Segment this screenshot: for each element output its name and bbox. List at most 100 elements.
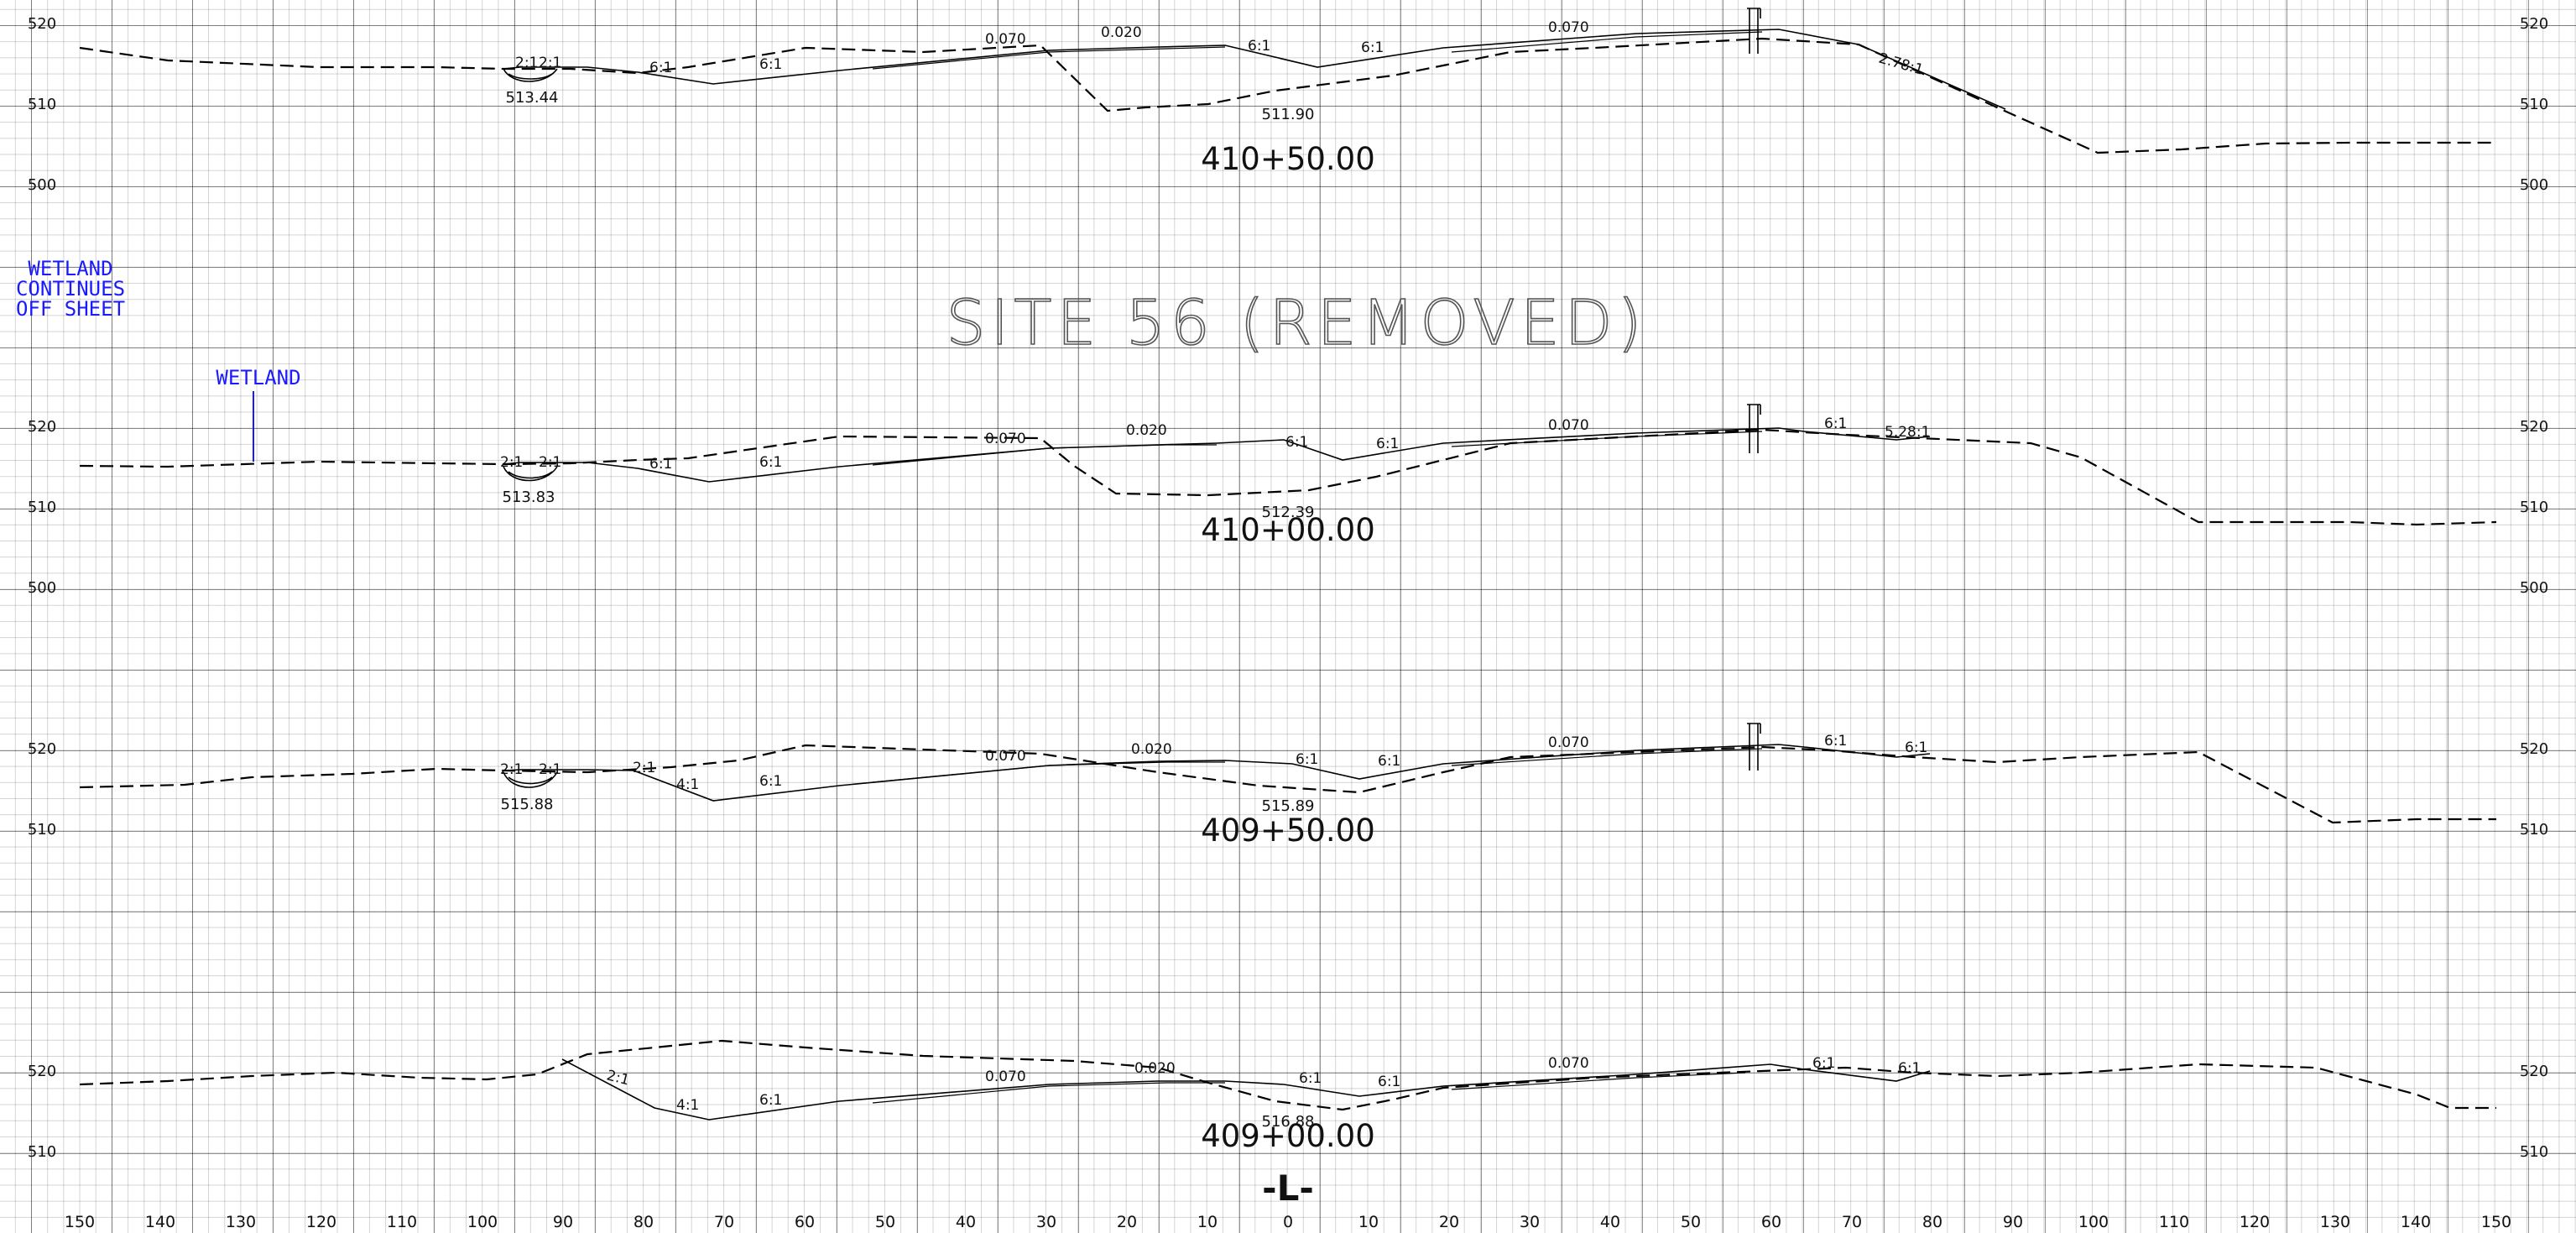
offset-tick-label: 110 [2159,1213,2189,1231]
section-410-50: 520 510 500 520 510 500 2:1 2:1 6:1 6:1 … [28,8,2548,194]
pavement-line [1451,31,1763,53]
pavement-line [1451,1072,1746,1090]
offset-tick-label: 40 [1600,1213,1620,1231]
slope-label: 6:1 [1285,434,1308,451]
ditch-elevation: 515.88 [501,796,554,813]
grade-label: 0.070 [1548,1055,1589,1072]
offset-tick-label: 140 [2401,1213,2431,1231]
slope-label: 6:1 [759,773,782,790]
offset-tick-label: 130 [226,1213,256,1231]
pavement-line [1451,431,1763,447]
offset-tick-label: 150 [65,1213,95,1231]
ditch-icon [503,466,558,482]
offset-tick-label: 100 [2078,1213,2109,1231]
ditch-icon [503,771,558,788]
slope-label: 5.28:1 [1885,424,1930,441]
offset-tick-label: 80 [1922,1213,1942,1231]
grade-label: 0.070 [1548,19,1589,36]
grade-label: 0.070 [985,748,1026,765]
guardrail-icon [1747,404,1761,453]
slope-label: 6:1 [1376,436,1399,452]
existing-ground-line [79,1039,2496,1111]
slope-label: 6:1 [1824,733,1847,750]
elev-label-right: 510 [2520,499,2548,516]
elev-label-left: 510 [28,499,56,516]
offset-tick-label: 20 [1117,1213,1137,1231]
elev-label-left: 520 [28,740,56,758]
slope-label: 2:1 [515,55,538,71]
slope-label: 6:1 [1905,739,1927,756]
elev-label-left: 510 [28,821,56,839]
grade-label: 0.070 [985,431,1026,447]
elev-label-left: 520 [28,418,56,436]
grade-label: 0.070 [1548,734,1589,751]
wetland-note-line-3: OFF SHEET [16,297,125,321]
slope-label: 2:1 [500,454,523,471]
slope-label: 2.78:1 [1877,50,1926,79]
slope-label: 6:1 [759,454,782,471]
offset-tick-label: 30 [1036,1213,1056,1231]
elev-label-right: 510 [2520,821,2548,839]
wetland-label: WETLAND [216,366,300,389]
slope-label: 4:1 [676,1097,699,1114]
elev-label-right: 500 [2520,579,2548,597]
offset-tick-label: 100 [467,1213,498,1231]
slope-label: 2:1 [633,760,655,776]
ditch-icon [503,68,558,82]
elev-label-left: 520 [28,15,56,33]
elev-label-right: 520 [2520,418,2548,436]
elev-label-right: 520 [2520,15,2548,33]
offset-tick-label: 120 [306,1213,336,1231]
section-410-00: 520 510 500 520 510 500 2:1 2:1 6:1 6:1 … [28,404,2548,597]
slope-label: 6:1 [1296,751,1318,768]
elev-label-right: 500 [2520,176,2548,194]
elev-label-left: 510 [28,96,56,113]
offset-tick-label: 80 [634,1213,654,1231]
slope-label: 6:1 [1299,1070,1322,1087]
elev-label-right: 510 [2520,1143,2548,1161]
slope-label: 6:1 [1812,1055,1835,1072]
station-label: 410+50.00 [1201,141,1375,177]
slope-label: 6:1 [1378,1074,1400,1090]
pavement-line [872,46,1226,70]
proposed-section-line [503,29,2006,110]
slope-label: 6:1 [649,60,672,76]
elev-label-right: 520 [2520,740,2548,758]
offset-tick-label: 50 [875,1213,895,1231]
slope-label: 2:1 [605,1067,631,1089]
grade-label: 0.070 [1548,417,1589,434]
station-label: 409+00.00 [1201,1118,1375,1154]
offset-tick-label: 70 [1842,1213,1862,1231]
offset-tick-label: 60 [1761,1213,1781,1231]
slope-label: 6:1 [1248,38,1270,55]
wetland-note-line-1: WETLAND [28,257,112,280]
guardrail-icon [1747,8,1761,54]
offset-tick-label: 70 [714,1213,734,1231]
grade-label: 0.020 [1101,24,1142,41]
section-409-50: 520 510 520 510 2:1 2:1 2:1 4:1 6:1 6:1 … [28,723,2548,849]
slope-label: 6:1 [759,1092,782,1109]
station-label: 410+00.00 [1201,512,1375,548]
offset-tick-label: 150 [2481,1213,2511,1231]
proposed-section-line [503,427,1931,483]
grade-label: 0.070 [985,1068,1026,1085]
elev-label-left: 510 [28,1143,56,1161]
offset-tick-label: 90 [2003,1213,2023,1231]
station-label: 409+50.00 [1201,812,1375,849]
offset-tick-label: 40 [956,1213,976,1231]
grade-label: 0.070 [985,31,1026,48]
wetland-note-line-2: CONTINUES [16,277,125,300]
grade-label: 0.020 [1131,741,1172,758]
site-title: SITE 56 (REMOVED) [946,287,1646,359]
slope-label: 6:1 [1378,753,1400,770]
offset-tick-label: 140 [145,1213,175,1231]
offset-tick-label: 110 [387,1213,417,1231]
proposed-section-line [561,1058,1931,1121]
slope-label: 2:1 [539,761,561,778]
slope-label: 6:1 [649,456,672,473]
existing-ground-line [79,37,2496,154]
pavement-line [1451,748,1763,766]
slope-label: 2:1 [500,761,523,778]
